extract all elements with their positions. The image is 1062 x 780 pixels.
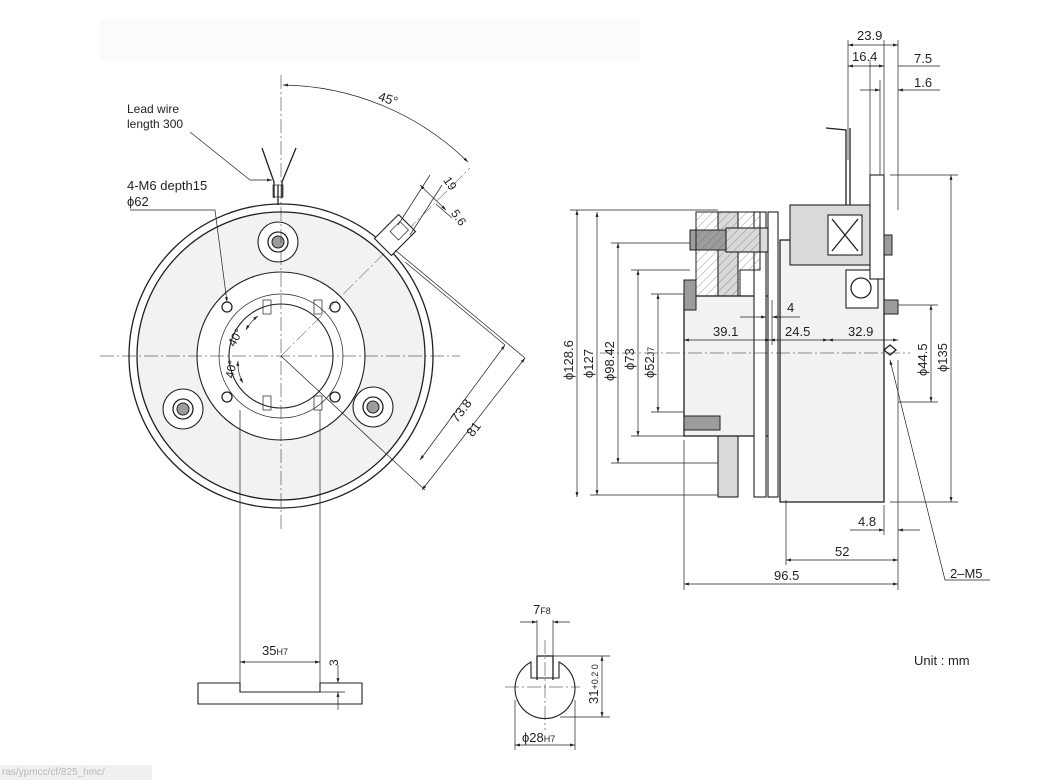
set-screw — [683, 415, 721, 431]
mount-hole-left — [162, 388, 204, 430]
unit-label: Unit : mm — [914, 653, 970, 668]
lead-wire-label: Lead wire — [127, 102, 179, 116]
dim-16-4: 16.4 — [852, 49, 877, 64]
dim-24-5: 24.5 — [785, 324, 810, 339]
shaft-section — [505, 620, 610, 750]
terminal-box — [373, 213, 417, 257]
dim-32-9: 32.9 — [848, 324, 873, 339]
shaft-dia-dim: ϕ28H7 — [522, 730, 555, 745]
dim-phi-98-42: ϕ98.42 — [602, 341, 617, 381]
dim-phi-127: ϕ127 — [581, 349, 596, 378]
dim-phi-135: ϕ135 — [935, 343, 950, 372]
dim-96-5: 96.5 — [774, 568, 799, 583]
mount-hole-right — [352, 386, 394, 428]
tapped-hole — [329, 391, 341, 403]
lead-wire-side — [825, 127, 851, 205]
dim-81: 81 — [463, 419, 484, 440]
dim-phi-52: ϕ52J7 — [642, 347, 657, 378]
bore-dim: 35H7 — [262, 643, 288, 658]
terminal-plate — [869, 174, 885, 280]
dim-5-6: 5.6 — [448, 207, 469, 229]
dim-phi-128-6: ϕ128.6 — [561, 340, 576, 380]
key-height-dim: 31+0.2 0 — [586, 664, 601, 704]
url-fragment: ras/ypmcc/cf/825_hmc/ — [0, 765, 152, 780]
key-width-dim: 7F8 — [533, 602, 551, 617]
angle-45-label: 45° — [376, 89, 399, 109]
front-view — [100, 75, 526, 710]
tapped-hole — [221, 391, 233, 403]
pcd-label: ϕ62 — [127, 194, 149, 209]
slot — [313, 395, 323, 411]
dim-39-1: 39.1 — [713, 324, 738, 339]
dim-7-5: 7.5 — [914, 51, 932, 66]
dim-phi-44-5: ϕ44.5 — [915, 343, 930, 376]
dim-4-8: 4.8 — [858, 514, 876, 529]
mount-hole-top — [257, 221, 299, 263]
thread-2-m5: 2–M5 — [950, 566, 983, 581]
dim-phi-73: ϕ73 — [622, 348, 637, 370]
header-band — [100, 20, 640, 60]
angle-40-bottom: 40° — [223, 359, 240, 379]
lead-wire — [261, 147, 297, 205]
slot — [262, 299, 272, 315]
dim-4: 4 — [787, 300, 794, 315]
dim-19: 19 — [440, 174, 459, 193]
dim-52: 52 — [835, 544, 849, 559]
slot — [313, 299, 323, 315]
friction-plate — [767, 211, 779, 498]
key-section — [197, 682, 363, 705]
dim-23-9: 23.9 — [857, 28, 882, 43]
lead-length-label: length 300 — [127, 117, 183, 131]
hub-key — [683, 279, 697, 311]
slot — [262, 395, 272, 411]
holes-label: 4-M6 depth15 — [127, 178, 207, 193]
dim-1-6: 1.6 — [914, 75, 932, 90]
key-depth-dim: 3 — [327, 659, 341, 666]
side-view — [570, 40, 990, 590]
